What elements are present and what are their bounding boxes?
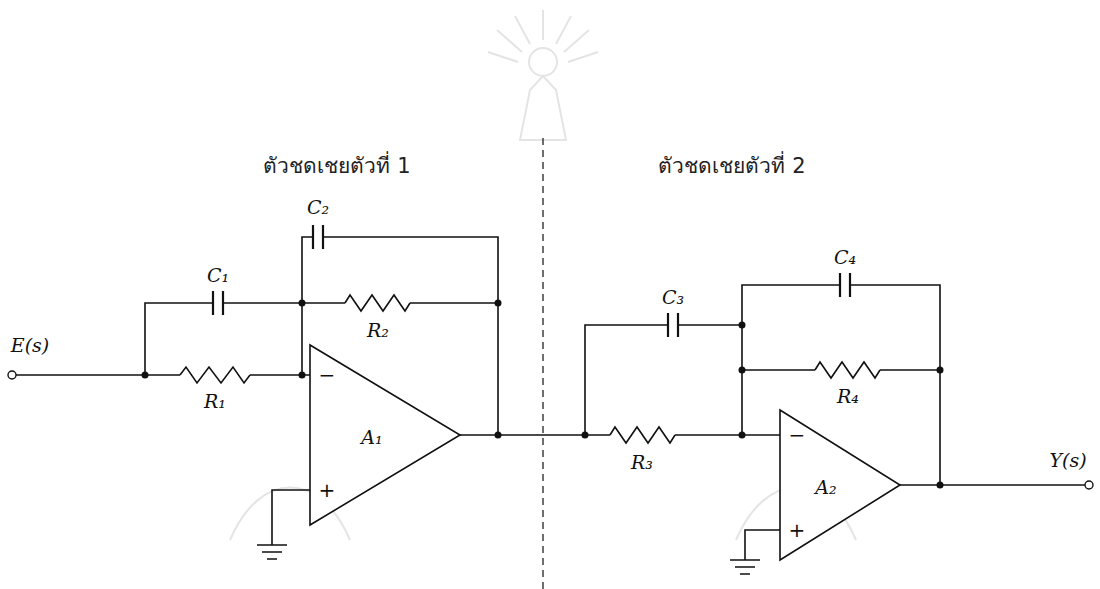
resistor-label: R₃ bbox=[631, 452, 653, 473]
capacitor-symbol bbox=[213, 225, 850, 337]
capacitor-label: C₂ bbox=[307, 197, 329, 218]
capacitor-label: C₁ bbox=[207, 265, 229, 286]
wires bbox=[16, 237, 1085, 560]
pin-sign: − bbox=[319, 364, 336, 386]
pin-sign: − bbox=[789, 424, 806, 446]
opamp-symbol bbox=[310, 345, 900, 560]
stage-title: ตัวชดเชยตัวที่ 2 bbox=[658, 155, 805, 178]
opamp-label: A₂ bbox=[815, 477, 836, 498]
resistor-label: R₄ bbox=[837, 386, 859, 407]
capacitor-label: C₃ bbox=[662, 287, 684, 308]
ground-symbol bbox=[257, 545, 760, 574]
resistor-label: R₂ bbox=[367, 320, 389, 341]
signal-name: E(s) bbox=[11, 335, 49, 356]
pin-sign: + bbox=[319, 479, 336, 501]
resistor-symbol bbox=[180, 295, 880, 443]
pin-sign: + bbox=[789, 519, 806, 541]
terminal bbox=[8, 371, 1093, 489]
signal-name: Y(s) bbox=[1049, 450, 1086, 471]
stage-divider bbox=[542, 138, 543, 589]
resistor-label: R₁ bbox=[204, 391, 226, 412]
capacitor-label: C₄ bbox=[834, 247, 856, 268]
stage-title: ตัวชดเชยตัวที่ 1 bbox=[263, 155, 410, 178]
opamp-label: A₁ bbox=[361, 427, 382, 448]
junction-dot bbox=[142, 300, 944, 489]
